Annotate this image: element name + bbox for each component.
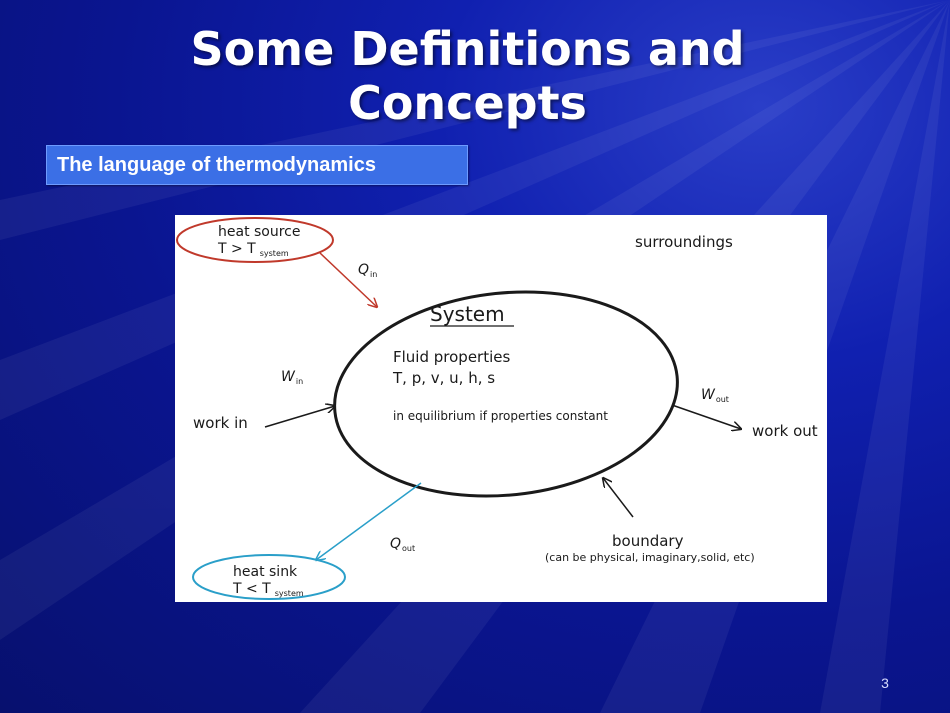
equilibrium-note: in equilibrium if properties constant xyxy=(393,409,608,423)
q-out-label: Qout xyxy=(390,536,415,553)
slide-title-line2: Concepts xyxy=(348,76,587,130)
properties-list: T, p, v, u, h, s xyxy=(392,369,495,387)
boundary-arrow xyxy=(603,478,634,518)
q-in-label: Qin xyxy=(358,262,377,279)
work-in-arrow xyxy=(264,406,335,428)
heat-sink-label: heat sink xyxy=(233,564,298,580)
surroundings-label: surroundings xyxy=(635,233,733,251)
work-out-label: work out xyxy=(752,422,818,440)
page-number: 3 xyxy=(881,675,889,691)
heat-source-ellipse xyxy=(176,217,334,263)
fluid-properties-label: Fluid properties xyxy=(393,348,510,366)
boundary-label: boundary xyxy=(612,532,684,550)
w-in-label: Win xyxy=(281,369,303,386)
q-in-arrow xyxy=(319,252,377,307)
system-boundary-ellipse xyxy=(333,290,679,498)
heat-sink-ellipse xyxy=(192,554,346,600)
work-in-label: work in xyxy=(193,414,248,432)
heat-source-label: heat source xyxy=(218,224,301,240)
slide-title: Some Definitions and Concepts xyxy=(0,22,935,130)
slide-title-line1: Some Definitions and xyxy=(190,22,745,76)
boundary-note: (can be physical, imaginary,solid, etc) xyxy=(545,551,755,564)
subtitle-box: The language of thermodynamics xyxy=(46,145,468,185)
system-title: System xyxy=(430,302,505,326)
subtitle-text: The language of thermodynamics xyxy=(57,154,376,176)
work-out-arrow xyxy=(671,404,741,429)
q-out-arrow xyxy=(316,482,422,560)
w-out-label: Wout xyxy=(701,387,729,404)
